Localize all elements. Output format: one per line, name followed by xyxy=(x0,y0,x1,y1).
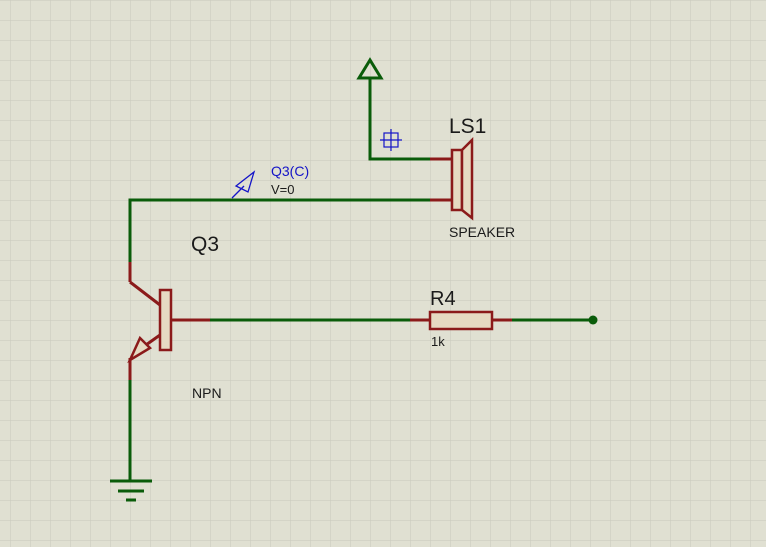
ground-icon[interactable] xyxy=(110,479,152,502)
wire-power-to-speaker[interactable] xyxy=(368,76,432,161)
wire-collector-to-speaker[interactable] xyxy=(128,198,432,264)
probe-reading: V=0 xyxy=(271,182,295,197)
probe-label: Q3(C) xyxy=(271,163,309,179)
resistor-reference-label: R4 xyxy=(430,288,456,310)
resistor-value-label: 1k xyxy=(431,334,445,349)
speaker-reference-label: LS1 xyxy=(449,115,486,138)
speaker-value-label: SPEAKER xyxy=(449,224,515,240)
speaker-symbol[interactable] xyxy=(430,136,474,221)
transistor-reference-label: Q3 xyxy=(191,233,219,256)
npn-transistor-symbol[interactable] xyxy=(127,262,210,380)
power-terminal-arrow-icon[interactable] xyxy=(356,57,384,80)
resistor-symbol[interactable] xyxy=(410,310,512,331)
transistor-value-label: NPN xyxy=(192,385,222,401)
crosshair-marker-icon xyxy=(380,129,402,151)
wires xyxy=(128,76,595,482)
junction-dot[interactable] xyxy=(588,315,598,325)
voltage-probe-icon[interactable] xyxy=(231,170,256,199)
